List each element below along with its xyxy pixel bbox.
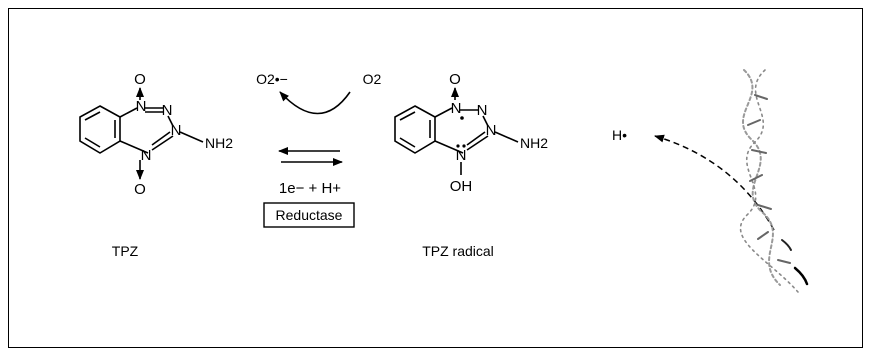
oxygen-reduction-arrow xyxy=(279,91,351,115)
radical-nitrogen-1: N xyxy=(451,100,462,117)
tpz-radical-molecule xyxy=(394,87,519,175)
tpz-label: TPZ xyxy=(112,243,139,259)
tpz-molecule xyxy=(79,87,204,180)
tpz-atom-labels: O N N N N O NH2 xyxy=(134,71,233,198)
electron-proton-label: 1e− + H+ xyxy=(279,180,341,197)
reaction-arrows xyxy=(278,91,351,166)
radical-nitrogen-2: N xyxy=(477,102,488,119)
tpz-nitrogen-3: N xyxy=(171,122,182,139)
tpz-nitrogen-4: N xyxy=(141,147,152,164)
radical-oxygen-top: O xyxy=(449,71,461,88)
tpz-nitrogen-2: N xyxy=(162,102,173,119)
tpz-amine: NH2 xyxy=(205,135,233,151)
radical-atom-labels: O N N N N OH NH2 xyxy=(449,71,548,195)
superoxide-label: O2•− xyxy=(256,71,288,87)
dna-helix-image xyxy=(739,69,809,293)
radical-dot xyxy=(460,116,464,120)
lone-pair-dot-2 xyxy=(462,144,466,148)
hydrogen-radical-label: H• xyxy=(612,127,627,143)
radical-amine: NH2 xyxy=(520,135,548,151)
radical-nitrogen-3: N xyxy=(486,122,497,139)
tpz-oxygen-top: O xyxy=(134,71,146,88)
radical-hydroxyl: OH xyxy=(450,178,473,195)
reductase-label: Reductase xyxy=(276,207,343,223)
tpz-radical-label: TPZ radical xyxy=(422,243,494,259)
radical-benzene-ring xyxy=(394,105,436,154)
lone-pair-dot-1 xyxy=(456,144,460,148)
tpz-benzene-ring xyxy=(79,105,121,154)
oxygen-label: O2 xyxy=(363,71,382,87)
tpz-nitrogen-1: N xyxy=(136,98,147,115)
tpz-oxygen-bottom: O xyxy=(134,181,146,198)
reductase-box xyxy=(263,202,355,228)
radical-nitrogen-4: N xyxy=(456,147,467,164)
figure-frame xyxy=(8,8,863,348)
